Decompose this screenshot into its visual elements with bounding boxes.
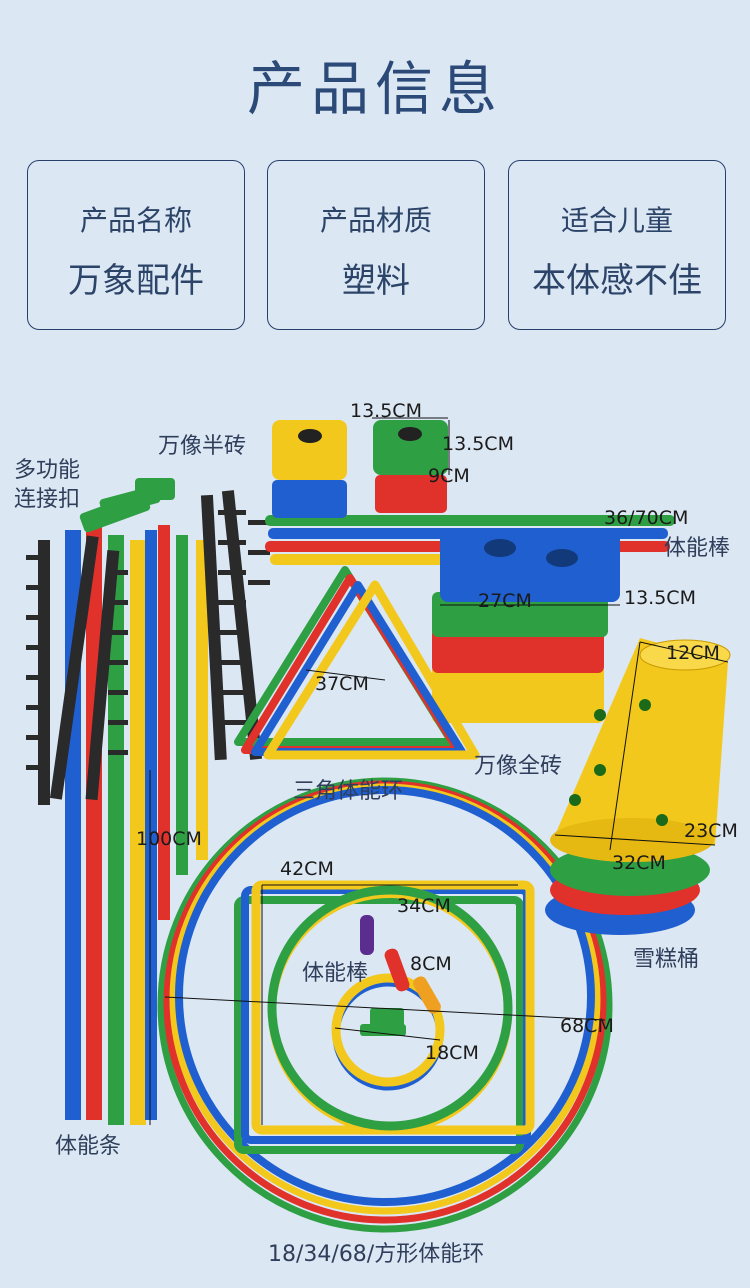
label-stick-top: 体能棒 bbox=[664, 536, 731, 561]
label-multi-connector-2: 连接扣 bbox=[14, 487, 81, 512]
small-stick-orange bbox=[413, 976, 441, 1014]
dim-cone-height: 23CM bbox=[684, 820, 738, 842]
info-card-suitable-children: 适合儿童 本体感不佳 bbox=[508, 160, 726, 330]
dim-half-depth: 13.5CM bbox=[442, 433, 514, 455]
dim-ring-18: 18CM bbox=[425, 1042, 479, 1064]
card-label: 产品材质 bbox=[319, 204, 432, 237]
black-ladders-left bbox=[26, 535, 128, 805]
label-multi-connector-1: 多功能 bbox=[14, 458, 81, 483]
label-cake-bucket: 雪糕桶 bbox=[633, 947, 700, 972]
card-value: 本体感不佳 bbox=[532, 261, 702, 301]
dim-cone-base: 32CM bbox=[612, 852, 666, 874]
dim-stick-8: 8CM bbox=[410, 953, 452, 975]
ring-34 bbox=[267, 885, 513, 1134]
black-ladders-middle bbox=[200, 490, 270, 761]
half-brick-green bbox=[373, 420, 448, 513]
connector-center bbox=[360, 1008, 406, 1036]
label-triangle-ring: 三角体能环 bbox=[293, 779, 404, 804]
dim-square: 42CM bbox=[280, 858, 334, 880]
label-rings-bottom: 18/34/68/方形体能环 bbox=[268, 1242, 485, 1267]
dim-ring-34: 34CM bbox=[397, 895, 451, 917]
info-card-product-name: 产品名称 万象配件 bbox=[27, 160, 245, 330]
info-card-material: 产品材质 塑料 bbox=[267, 160, 485, 330]
dim-strip-length: 100CM bbox=[136, 828, 202, 850]
cone-bucket bbox=[545, 638, 731, 935]
dim-cone-top: 12CM bbox=[666, 642, 720, 664]
dim-ring-68: 68CM bbox=[560, 1015, 614, 1037]
dim-full-depth: 13.5CM bbox=[624, 587, 696, 609]
label-half-brick: 万像半砖 bbox=[158, 434, 247, 459]
ring-18 bbox=[331, 973, 445, 1091]
card-label: 适合儿童 bbox=[560, 204, 673, 237]
small-stick-purple bbox=[360, 915, 374, 955]
label-full-brick: 万像全砖 bbox=[474, 754, 563, 779]
card-label: 产品名称 bbox=[79, 204, 192, 237]
product-illustration bbox=[26, 417, 731, 1233]
triangle-rings bbox=[234, 566, 480, 760]
small-stick-red bbox=[384, 948, 410, 992]
label-stick-small: 体能棒 bbox=[302, 961, 369, 986]
label-strip: 体能条 bbox=[55, 1134, 122, 1159]
dim-full-width: 27CM bbox=[478, 590, 532, 612]
dim-half-height: 9CM bbox=[428, 465, 470, 487]
card-value: 塑料 bbox=[342, 261, 410, 301]
dim-half-width: 13.5CM bbox=[350, 400, 422, 422]
dim-triangle: 37CM bbox=[315, 673, 369, 695]
dim-stick-length: 36/70CM bbox=[604, 507, 689, 529]
full-brick-stack bbox=[432, 530, 620, 723]
card-value: 万象配件 bbox=[68, 261, 204, 301]
half-brick-yellow bbox=[272, 420, 347, 518]
green-connectors bbox=[79, 478, 175, 533]
ring-68 bbox=[157, 777, 613, 1233]
page-title: 产品信息 bbox=[246, 55, 503, 123]
